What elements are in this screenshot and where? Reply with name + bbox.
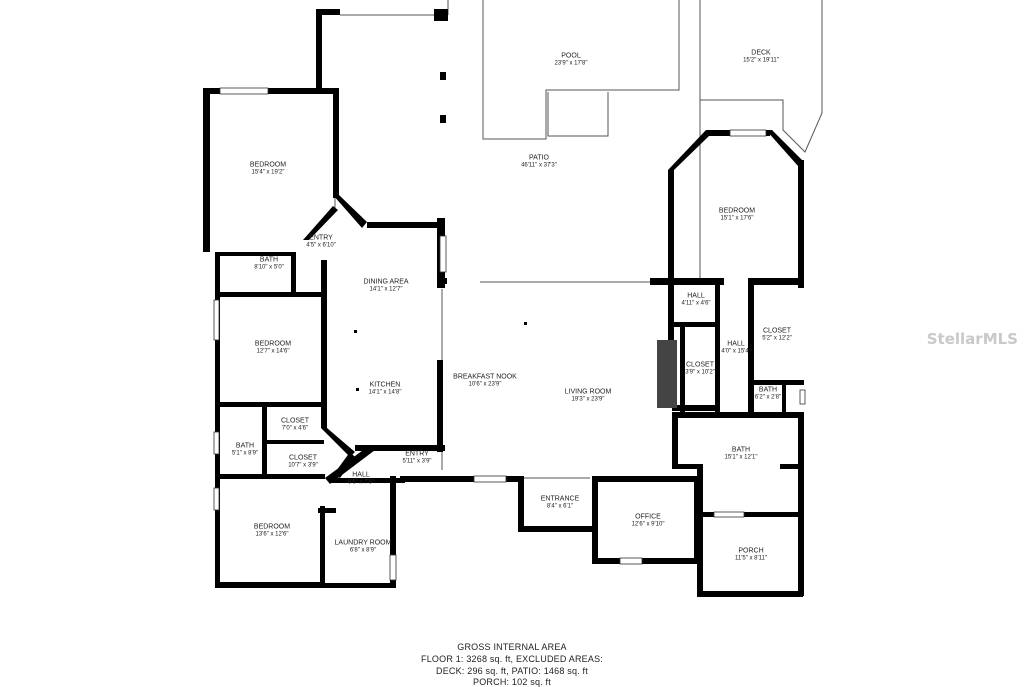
room-name: BATH <box>758 386 778 394</box>
room-dimensions: 3'9" x 10'2" <box>685 369 715 376</box>
room-name: BEDROOM <box>253 523 291 531</box>
room-dimensions: 12'7" x 14'6" <box>256 348 290 355</box>
room-name: OFFICE <box>635 513 661 521</box>
room-name: ENTRY <box>405 450 429 458</box>
room-dimensions: 10'6" x 23'9" <box>468 381 502 388</box>
room-name: BEDROOM <box>249 161 287 169</box>
room-dimensions: 13'6" x 12'6" <box>255 531 289 538</box>
walls <box>203 9 804 597</box>
room-dimensions: 15'1" x 12'1" <box>724 454 758 461</box>
room-dimensions: 4'5" x 6'10" <box>306 242 336 249</box>
room-name: BATH <box>731 446 751 454</box>
room-name: BREAKFAST NOOK <box>453 373 517 381</box>
room-name: DINING AREA <box>363 278 409 286</box>
room-dimensions: 14'1" x 12'7" <box>369 286 403 293</box>
room-name: CLOSET <box>288 454 318 462</box>
room-name: PORCH <box>738 547 764 555</box>
room-dimensions: 7'0" x 4'6" <box>281 425 309 432</box>
room-dimensions: 23'9" x 17'8" <box>554 60 588 67</box>
room-dimensions: 6'8" x 8'9" <box>349 547 377 554</box>
room-name: CLOSET <box>280 417 310 425</box>
windows <box>213 87 806 581</box>
room-dimensions: 19'3" x 23'9" <box>571 396 605 403</box>
room-dimensions: 12'6" x 9'10" <box>631 521 665 528</box>
room-dimensions: 15'1" x 17'6" <box>720 215 754 222</box>
room-name: LIVING ROOM <box>564 388 612 396</box>
room-dimensions: 46'11" x 37'3" <box>521 162 557 169</box>
room-name: BATH <box>259 256 279 264</box>
room-name: POOL <box>561 52 581 60</box>
room-dimensions: 5'11" x 3'9" <box>402 458 432 465</box>
room-name: CLOSET <box>762 327 792 335</box>
room-dimensions: 15'2" x 19'11" <box>743 57 779 64</box>
room-dimensions: 11'5" x 8'11" <box>734 555 768 562</box>
room-dimensions: 15'4" x 19'2" <box>251 169 285 176</box>
room-dimensions: 10'7" x 3'9" <box>288 462 318 469</box>
footer-title: GROSS INTERNAL AREA <box>457 642 567 652</box>
footer-excluded-areas: DECK: 296 sq. ft, PATIO: 1468 sq. ft <box>436 666 588 676</box>
room-dimensions: 6'6" x 7'6" <box>347 479 375 486</box>
room-name: BEDROOM <box>718 207 756 215</box>
room-dimensions: 4'0" x 15'4" <box>721 348 751 355</box>
room-name: DECK <box>751 49 771 57</box>
room-dimensions: 14'1" x 14'8" <box>368 389 402 396</box>
room-name: PATIO <box>529 154 549 162</box>
room-dimensions: 6'2" x 2'8" <box>754 394 782 401</box>
room-name: CLOSET <box>685 361 715 369</box>
room-dimensions: 4'11" x 4'6" <box>681 300 711 307</box>
room-name: BATH <box>235 442 255 450</box>
room-name: KITCHEN <box>369 381 401 389</box>
room-dimensions: 5'2" x 12'2" <box>762 335 792 342</box>
room-name: HALL <box>352 471 370 479</box>
room-name: HALL <box>727 340 745 348</box>
room-name: LAUNDRY ROOM <box>334 539 392 547</box>
watermark: StellarMLS <box>926 330 1018 348</box>
footer-porch-area: PORCH: 102 sq. ft <box>473 677 551 687</box>
room-dimensions: 8'4" x 6'1" <box>546 503 574 510</box>
room-name: ENTRANCE <box>540 495 580 503</box>
room-dimensions: 5'1" x 8'9" <box>231 450 259 457</box>
room-name: ENTRY <box>309 234 333 242</box>
room-name: HALL <box>687 292 705 300</box>
room-dimensions: 8'10" x 5'0" <box>254 264 284 271</box>
room-name: BEDROOM <box>254 340 292 348</box>
footer-floor-area: FLOOR 1: 3268 sq. ft, EXCLUDED AREAS: <box>421 654 603 664</box>
